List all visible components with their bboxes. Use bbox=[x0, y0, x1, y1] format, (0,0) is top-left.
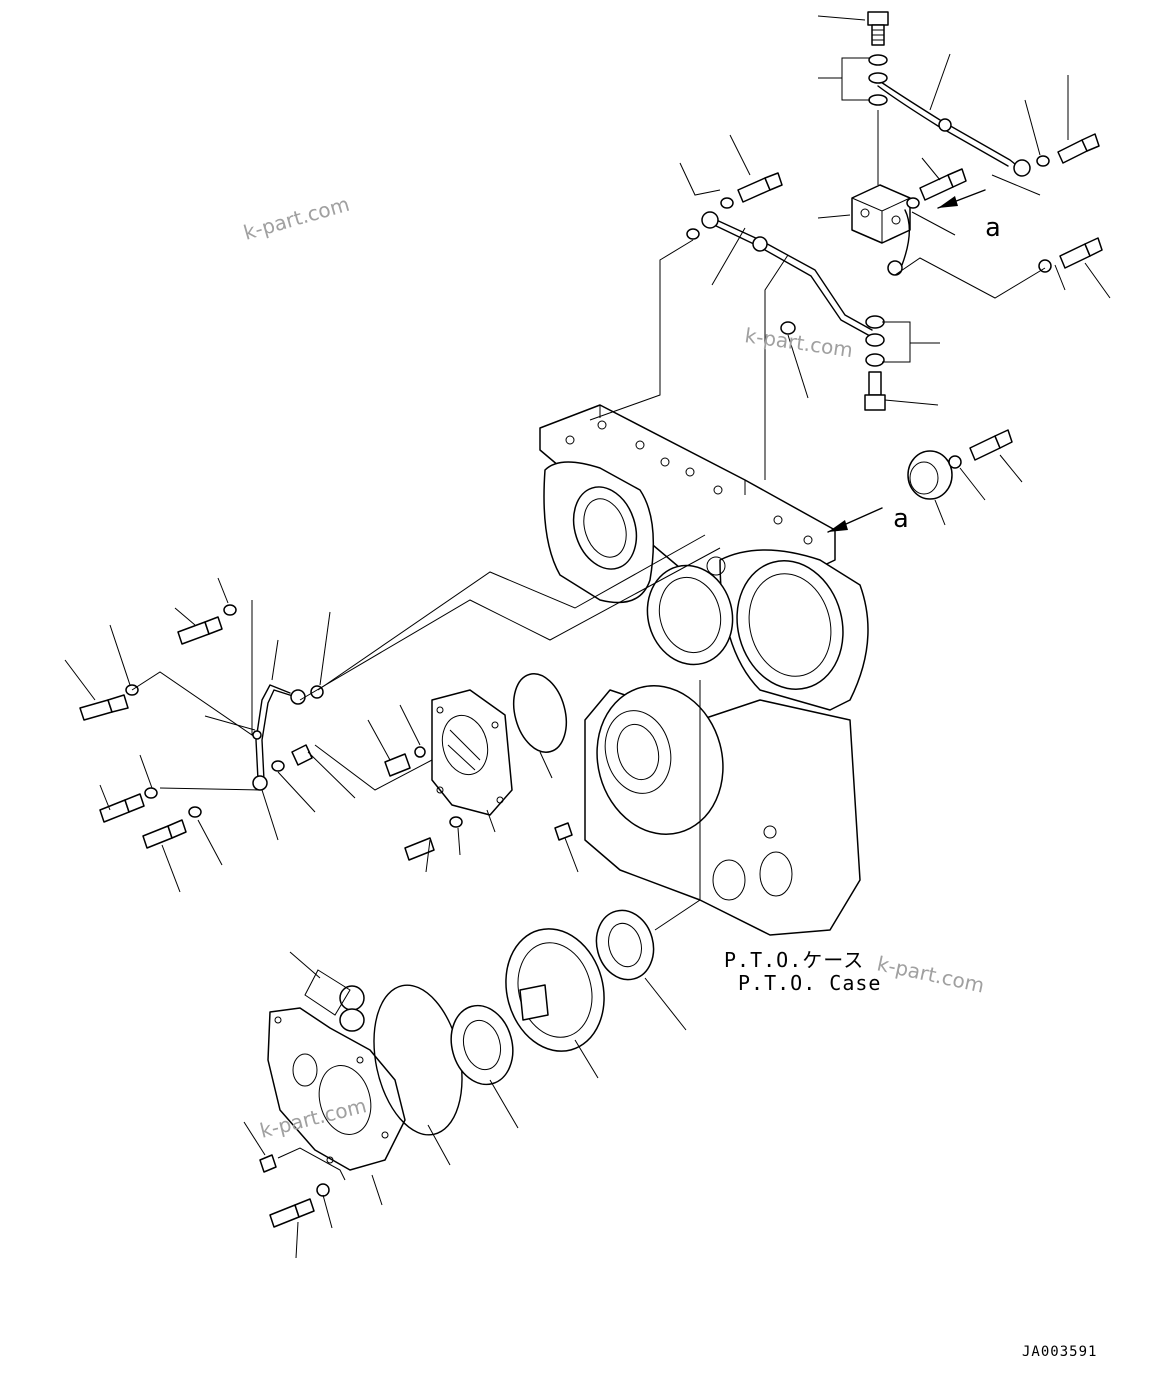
lower-cover bbox=[267, 1007, 406, 1171]
pump-cover bbox=[431, 673, 568, 816]
bolt-right-mid bbox=[1038, 237, 1103, 273]
washer-mid bbox=[780, 321, 796, 335]
distribution-block bbox=[851, 184, 911, 276]
bolt-upper-right1 bbox=[906, 168, 967, 209]
bolt-upper-right2 bbox=[1036, 133, 1100, 167]
bolt-left-1 bbox=[79, 684, 139, 721]
watermark-1: k-part.com bbox=[241, 192, 352, 245]
fittings-left bbox=[271, 685, 324, 772]
bolt-upper-mid bbox=[720, 172, 783, 209]
view-marker-lower: a bbox=[893, 504, 909, 534]
gear bbox=[505, 928, 605, 1052]
oil-pipe-upper bbox=[877, 79, 1031, 177]
bearing-upper bbox=[595, 909, 655, 981]
o-rings-lower bbox=[304, 969, 463, 1136]
case-label-jp: P.T.O.ケース bbox=[724, 948, 864, 972]
banjo-bolt-mid bbox=[864, 315, 886, 411]
oil-pipe-middle bbox=[701, 211, 873, 337]
bolts-pump-cover bbox=[384, 746, 573, 861]
bearing-lower bbox=[450, 1004, 514, 1086]
watermark-3: k-part.com bbox=[875, 951, 987, 997]
pto-case bbox=[539, 404, 869, 936]
washer-upper-left bbox=[686, 228, 700, 240]
cover-plug bbox=[907, 429, 1013, 500]
watermark-2: k-part.com bbox=[743, 323, 854, 362]
oil-pipe-left bbox=[252, 684, 306, 791]
bolt-left-4 bbox=[142, 806, 202, 849]
bolt-left-3 bbox=[99, 787, 158, 823]
bolts-lower-cover bbox=[259, 1154, 330, 1228]
bolt-left-2 bbox=[177, 604, 237, 645]
view-marker-upper: a bbox=[985, 213, 1001, 243]
case-label-en: P.T.O. Case bbox=[738, 971, 881, 995]
leader-lines bbox=[64, 15, 1111, 1259]
banjo-bolt-top bbox=[867, 11, 889, 106]
drawing-code: JA003591 bbox=[1022, 1344, 1097, 1360]
